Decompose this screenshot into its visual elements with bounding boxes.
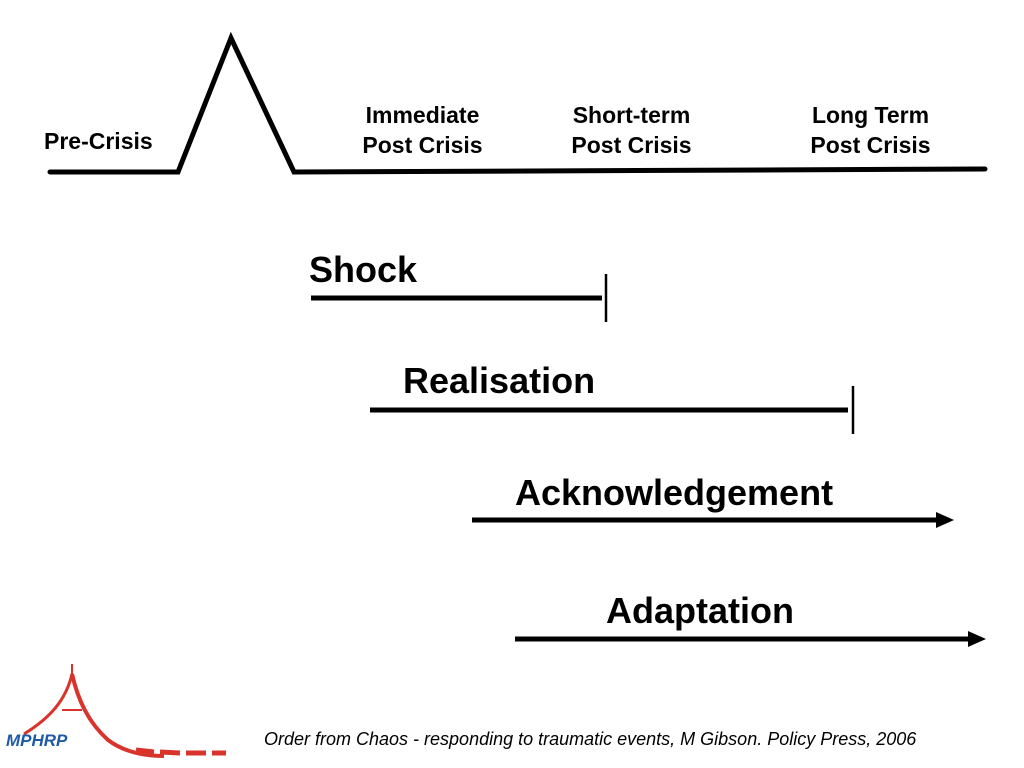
long-term-line-2: Post Crisis bbox=[810, 132, 931, 158]
immediate-line-1: Immediate bbox=[365, 102, 480, 128]
realisation-label: Realisation bbox=[403, 360, 596, 401]
adaptation-label: Adaptation bbox=[606, 590, 794, 631]
short-term-line-1: Short-term bbox=[572, 102, 691, 128]
short-term-line-2: Post Crisis bbox=[571, 132, 692, 158]
adaptation-arrowhead bbox=[968, 631, 986, 647]
immediate-line-2: Post Crisis bbox=[362, 132, 483, 158]
pre-crisis-label: Pre-Crisis bbox=[44, 128, 153, 154]
short-term-post-crisis-label: Short-term Post Crisis bbox=[549, 100, 714, 160]
mphrp-logo bbox=[23, 664, 226, 758]
acknowledgement-label: Acknowledgement bbox=[515, 472, 834, 513]
shock-label: Shock bbox=[309, 249, 418, 290]
crisis-timeline bbox=[47, 31, 988, 175]
logo-text: MPHRP bbox=[6, 731, 68, 750]
acknowledgement-arrowhead bbox=[936, 512, 954, 528]
long-term-post-crisis-label: Long Term Post Crisis bbox=[788, 100, 953, 160]
long-term-line-1: Long Term bbox=[811, 102, 930, 128]
citation: Order from Chaos - responding to traumat… bbox=[264, 729, 917, 749]
immediate-post-crisis-label: Immediate Post Crisis bbox=[340, 100, 505, 160]
